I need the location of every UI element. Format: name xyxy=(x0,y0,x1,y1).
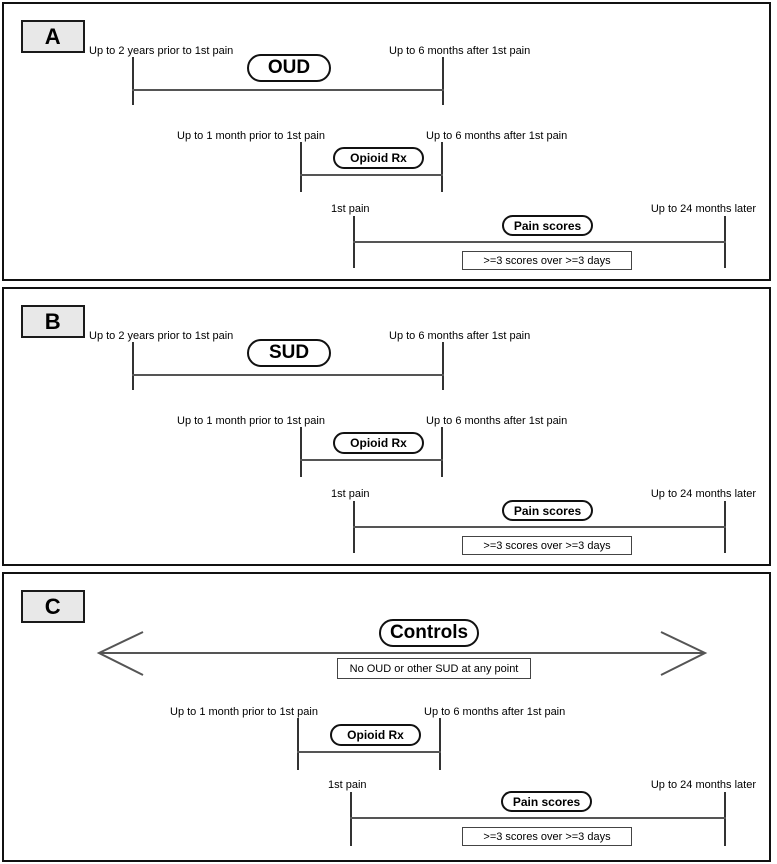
opioid-end-label-b: Up to 6 months after 1st pain xyxy=(426,415,568,427)
pain-start-tick-c xyxy=(350,792,352,846)
pain-note-box-c: >=3 scores over >=3 days xyxy=(462,827,632,846)
exposure-pill-b: SUD xyxy=(247,339,331,367)
opioid-end-label-a: Up to 6 months after 1st pain xyxy=(426,130,568,142)
opioid-pill-c: Opioid Rx xyxy=(330,724,421,746)
pain-end-label-b: Up to 24 months later xyxy=(650,488,756,500)
pain-note-box-a: >=3 scores over >=3 days xyxy=(462,251,632,270)
pain-span-line-c xyxy=(350,817,726,819)
panel-tag-c: C xyxy=(21,590,85,623)
exposure-end-tick-a xyxy=(442,57,444,105)
panel-tag-a: A xyxy=(21,20,85,53)
pain-start-label-a: 1st pain xyxy=(331,203,370,215)
pain-end-label-a: Up to 24 months later xyxy=(650,203,756,215)
exposure-span-line-a xyxy=(132,89,444,91)
exposure-pill-c: Controls xyxy=(379,619,479,647)
pain-start-label-b: 1st pain xyxy=(331,488,370,500)
opioid-pill-a: Opioid Rx xyxy=(333,147,424,169)
opioid-end-tick-a xyxy=(441,142,443,192)
opioid-end-tick-b xyxy=(441,427,443,477)
opioid-start-tick-a xyxy=(300,142,302,192)
exposure-end-tick-b xyxy=(442,342,444,390)
panel-b: B Up to 2 years prior to 1st pain Up to … xyxy=(2,287,771,566)
opioid-span-line-a xyxy=(300,174,443,176)
pain-pill-b: Pain scores xyxy=(502,500,593,521)
pain-end-tick-c xyxy=(724,792,726,846)
pain-pill-a: Pain scores xyxy=(502,215,593,236)
opioid-pill-b: Opioid Rx xyxy=(333,432,424,454)
pain-span-line-b xyxy=(353,526,726,528)
exposure-start-tick-a xyxy=(132,57,134,105)
opioid-end-label-c: Up to 6 months after 1st pain xyxy=(424,706,566,718)
opioid-span-line-b xyxy=(300,459,443,461)
opioid-end-tick-c xyxy=(439,718,441,770)
exposure-start-label-a: Up to 2 years prior to 1st pain xyxy=(89,45,234,57)
opioid-start-label-b: Up to 1 month prior to 1st pain xyxy=(177,415,325,427)
exposure-end-label-b: Up to 6 months after 1st pain xyxy=(389,330,531,342)
opioid-start-tick-b xyxy=(300,427,302,477)
opioid-start-label-c: Up to 1 month prior to 1st pain xyxy=(170,706,318,718)
opioid-start-tick-c xyxy=(297,718,299,770)
exposure-start-label-b: Up to 2 years prior to 1st pain xyxy=(89,330,234,342)
opioid-start-label-a: Up to 1 month prior to 1st pain xyxy=(177,130,325,142)
panel-c: C Controls No OUD or other SUD at any po… xyxy=(2,572,771,862)
no-oud-note-box-c: No OUD or other SUD at any point xyxy=(337,658,531,679)
pain-span-line-a xyxy=(353,241,726,243)
pain-note-box-b: >=3 scores over >=3 days xyxy=(462,536,632,555)
exposure-start-tick-b xyxy=(132,342,134,390)
panel-tag-b: B xyxy=(21,305,85,338)
opioid-span-line-c xyxy=(297,751,441,753)
controls-double-arrow xyxy=(96,631,708,676)
exposure-end-label-a: Up to 6 months after 1st pain xyxy=(389,45,531,57)
exposure-pill-a: OUD xyxy=(247,54,331,82)
pain-end-label-c: Up to 24 months later xyxy=(650,779,756,791)
panel-a: A Up to 2 years prior to 1st pain Up to … xyxy=(2,2,771,281)
pain-pill-c: Pain scores xyxy=(501,791,592,812)
exposure-span-line-b xyxy=(132,374,444,376)
pain-start-label-c: 1st pain xyxy=(328,779,367,791)
